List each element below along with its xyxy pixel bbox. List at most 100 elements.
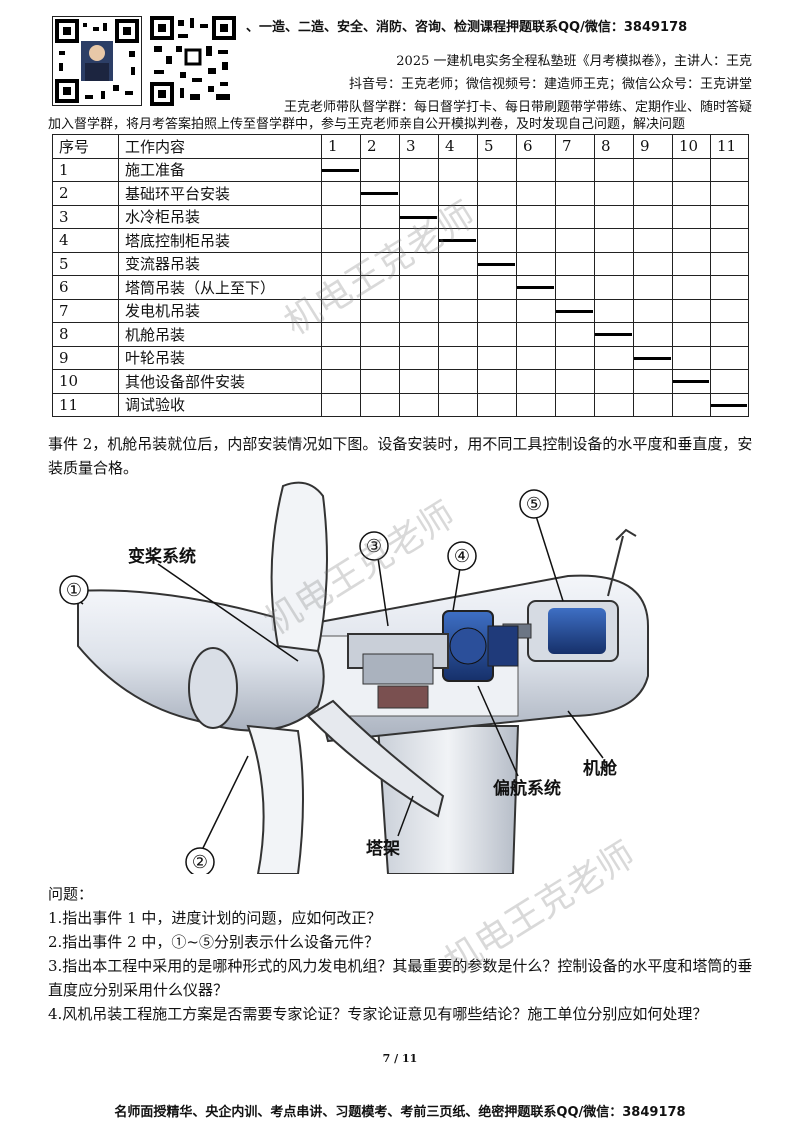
month-cell (710, 251, 749, 276)
month-cell (672, 181, 711, 206)
month-cell (321, 345, 361, 370)
month-cell (594, 369, 634, 394)
course-title: 2025 一建机电实务全程私塾班《月考模拟卷》，主讲人：王克 (396, 54, 752, 69)
marker-5: ⑤ (519, 489, 549, 519)
header-month: 2 (360, 134, 400, 159)
schedule-bar (478, 262, 515, 266)
header-month: 3 (399, 134, 439, 159)
month-cell (438, 345, 478, 370)
month-cell (477, 204, 517, 229)
month-cell (516, 392, 556, 417)
month-cell (594, 228, 634, 253)
row-task: 调试验收 (118, 392, 322, 417)
schedule-bar (439, 239, 476, 243)
question-4: 4.风机吊装工程施工方案是否需要专家论证？专家论证意见有哪些结论？施工单位分别应… (48, 1005, 708, 1023)
month-cell (633, 392, 673, 417)
qr-code-douyin (52, 16, 142, 106)
wind-turbine-diagram: ① ② ③ ④ ⑤ 变桨系统 机舱 偏航系统 塔架 (59, 481, 649, 874)
row-task: 基础环平台安装 (118, 181, 322, 206)
month-cell (633, 228, 673, 253)
month-cell (672, 275, 711, 300)
schedule-bar (322, 168, 359, 172)
month-cell (555, 298, 595, 323)
month-cell (477, 181, 517, 206)
svg-text:①: ① (66, 580, 82, 601)
month-cell (360, 157, 400, 182)
month-cell (438, 157, 478, 182)
month-cell (594, 392, 634, 417)
row-no: 11 (52, 392, 119, 417)
header-month: 9 (633, 134, 673, 159)
month-cell (399, 322, 439, 347)
month-cell (477, 251, 517, 276)
header-month: 8 (594, 134, 634, 159)
month-cell (594, 345, 634, 370)
top-banner: 、一造、二造、安全、消防、咨询、检测课程押题联系QQ/微信：3849178 (246, 20, 688, 35)
row-no: 8 (52, 322, 119, 347)
header-month: 7 (555, 134, 595, 159)
header-month: 4 (438, 134, 478, 159)
month-cell (633, 204, 673, 229)
svg-text:④: ④ (454, 546, 470, 567)
month-cell (321, 251, 361, 276)
month-cell (360, 369, 400, 394)
month-cell (321, 369, 361, 394)
row-no: 1 (52, 157, 119, 182)
month-cell (555, 392, 595, 417)
month-cell (360, 275, 400, 300)
month-cell (710, 322, 749, 347)
month-cell (321, 181, 361, 206)
month-cell (594, 204, 634, 229)
row-task: 叶轮吊装 (118, 345, 322, 370)
marker-3: ③ (359, 531, 389, 561)
social-accounts: 抖音号：王克老师；微信视频号：建造师王克；微信公众号：王克讲堂 (348, 77, 752, 92)
label-yaw-system: 偏航系统 (493, 778, 561, 799)
month-cell (633, 157, 673, 182)
month-cell (633, 181, 673, 206)
month-cell (672, 298, 711, 323)
page-number: 7 / 11 (382, 1052, 418, 1065)
month-cell (672, 157, 711, 182)
month-cell (672, 204, 711, 229)
header-month: 10 (672, 134, 711, 159)
row-no: 2 (52, 181, 119, 206)
month-cell (399, 392, 439, 417)
main-shaft-shape (347, 633, 449, 709)
row-no: 5 (52, 251, 119, 276)
month-cell (360, 251, 400, 276)
month-cell (516, 369, 556, 394)
month-cell (360, 392, 400, 417)
month-cell (633, 275, 673, 300)
month-cell (516, 228, 556, 253)
leader-lines (72, 515, 604, 849)
questions-block: 问题： 1.指出事件 1 中，进度计划的问题，应如何改正？ 2.指出事件 2 中… (48, 882, 758, 1026)
header-month: 1 (321, 134, 361, 159)
header-task: 工作内容 (118, 134, 322, 159)
month-cell (360, 228, 400, 253)
month-cell (321, 204, 361, 229)
row-task: 施工准备 (118, 157, 322, 182)
header-month: 11 (710, 134, 749, 159)
month-cell (438, 251, 478, 276)
question-1: 1.指出事件 1 中，进度计划的问题，应如何改正？ (48, 909, 382, 927)
month-cell (633, 345, 673, 370)
month-cell (516, 322, 556, 347)
month-cell (672, 228, 711, 253)
month-cell (399, 298, 439, 323)
qr-code-wechat (150, 16, 236, 106)
month-cell (672, 251, 711, 276)
row-task: 其他设备部件安装 (118, 369, 322, 394)
month-cell (399, 204, 439, 229)
questions-heading: 问题： (48, 885, 94, 903)
month-cell (399, 369, 439, 394)
month-cell (555, 345, 595, 370)
label-pitch-system: 变桨系统 (128, 546, 196, 567)
month-cell (672, 392, 711, 417)
marker-1: ① (59, 575, 89, 605)
month-cell (710, 369, 749, 394)
